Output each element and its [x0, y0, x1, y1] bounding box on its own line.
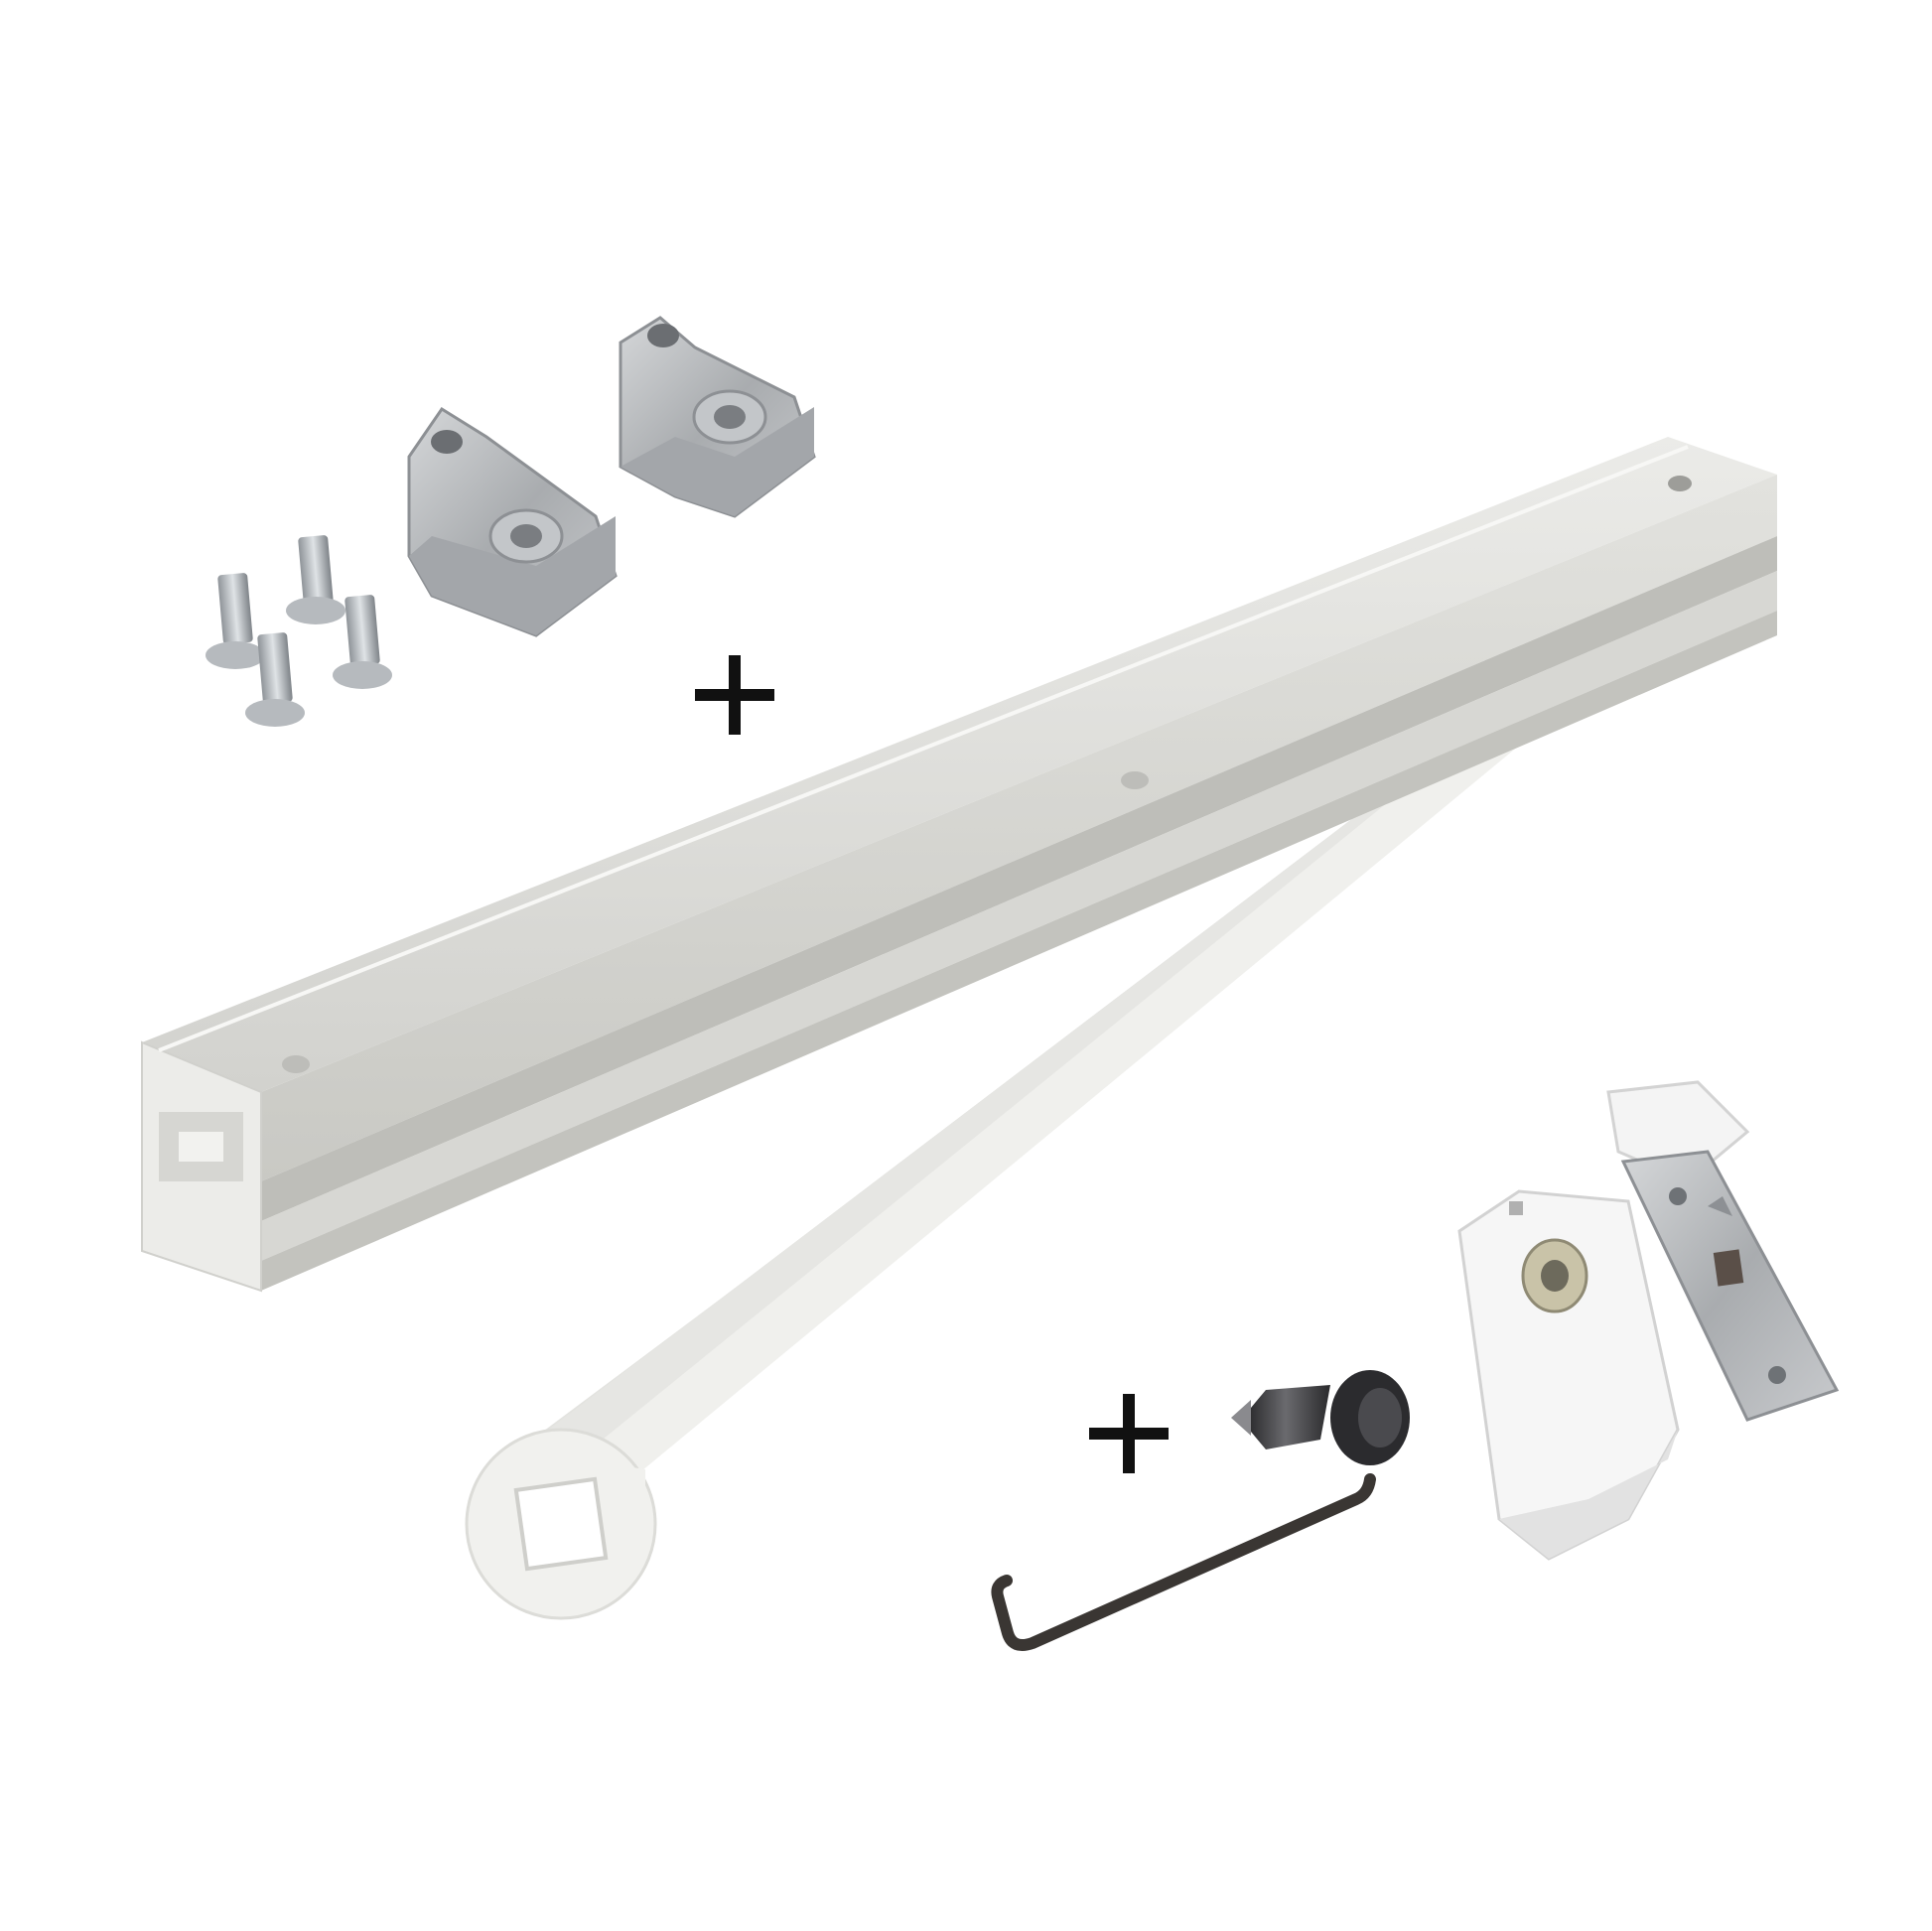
hex-key — [991, 1473, 1376, 1651]
plus-icon — [695, 655, 774, 735]
countersunk-screw-group — [206, 535, 392, 727]
steel-catch-plate — [1606, 1080, 1840, 1422]
countersunk-screw — [333, 595, 392, 689]
countersunk-screw — [206, 573, 265, 669]
threaded-pin — [1231, 1370, 1410, 1465]
countersunk-screw — [286, 535, 345, 624]
mounting-bracket-right — [619, 316, 816, 518]
plus-icon — [1089, 1394, 1169, 1473]
mounting-bracket-left — [407, 406, 618, 637]
arm-with-square-hole — [465, 621, 1643, 1620]
slider-block — [1457, 1189, 1680, 1561]
slide-rail — [141, 437, 1777, 1293]
countersunk-screw — [245, 632, 305, 727]
